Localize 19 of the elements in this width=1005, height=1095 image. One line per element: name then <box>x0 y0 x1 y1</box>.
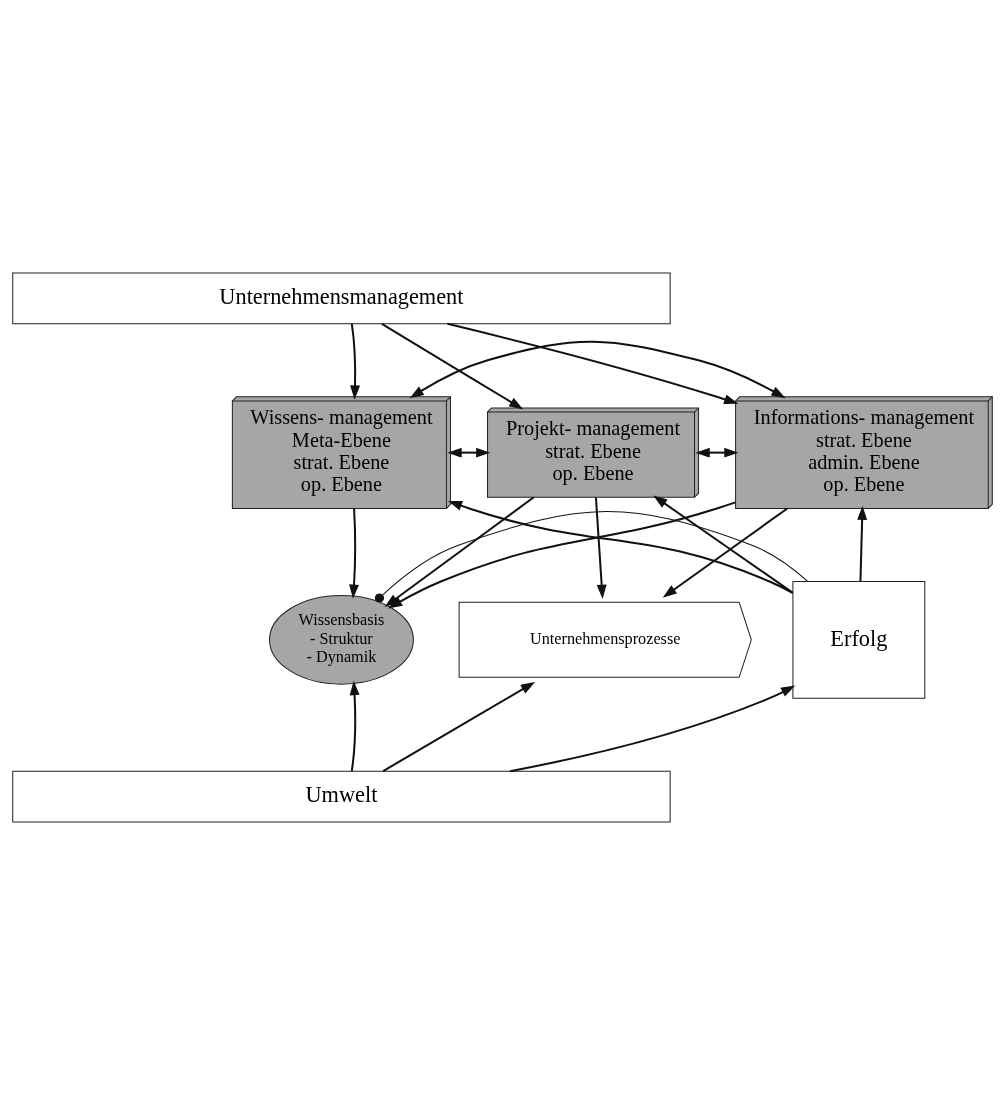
arrow <box>350 323 360 400</box>
arrow <box>509 685 796 773</box>
node-box: Umwelt <box>12 770 671 823</box>
arrow <box>349 508 359 599</box>
node-box: Erfolg <box>792 581 926 699</box>
arrow <box>382 681 536 772</box>
arrow <box>594 497 607 599</box>
arrow <box>662 507 788 598</box>
node-box: Unternehmensmanagement <box>12 272 671 325</box>
arrow <box>349 680 360 772</box>
arrow <box>447 322 739 405</box>
arrow <box>447 447 491 458</box>
arrow <box>447 500 793 594</box>
arrow <box>409 340 786 399</box>
arrow <box>857 505 868 582</box>
arrow <box>653 495 794 594</box>
arrow <box>695 447 739 458</box>
arrow <box>381 323 524 410</box>
connector <box>374 511 809 603</box>
